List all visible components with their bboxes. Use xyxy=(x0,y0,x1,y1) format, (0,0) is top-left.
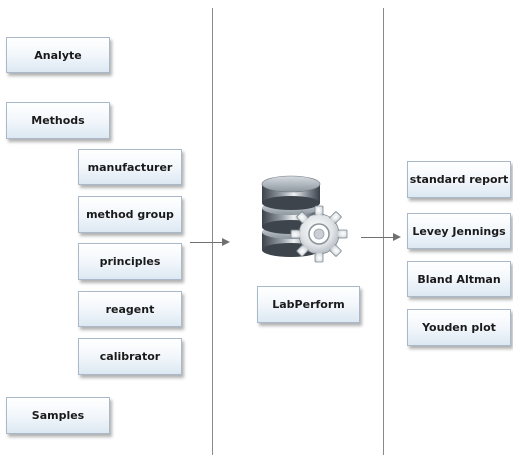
arrow-inputs-to-labperform xyxy=(190,238,230,247)
divider-right xyxy=(383,8,384,455)
calibrator-box: calibrator xyxy=(78,338,182,375)
labperform-box: LabPerform xyxy=(257,286,360,323)
divider-left xyxy=(212,8,213,455)
method-group-box: method group xyxy=(78,196,182,233)
youden-plot-box: Youden plot xyxy=(407,309,511,346)
bland-altman-box: Bland Altman xyxy=(407,261,511,297)
standard-report-box: standard report xyxy=(407,161,511,198)
database-gear-icon xyxy=(261,175,348,263)
methods-box: Methods xyxy=(6,102,110,139)
reagent-box: reagent xyxy=(78,291,182,327)
manufacturer-box: manufacturer xyxy=(78,149,182,185)
analyte-box: Analyte xyxy=(6,37,110,73)
arrow-labperform-to-outputs xyxy=(361,233,401,242)
principles-box: principles xyxy=(78,243,182,280)
samples-box: Samples xyxy=(6,397,110,434)
levey-jennings-box: Levey Jennings xyxy=(407,213,511,249)
